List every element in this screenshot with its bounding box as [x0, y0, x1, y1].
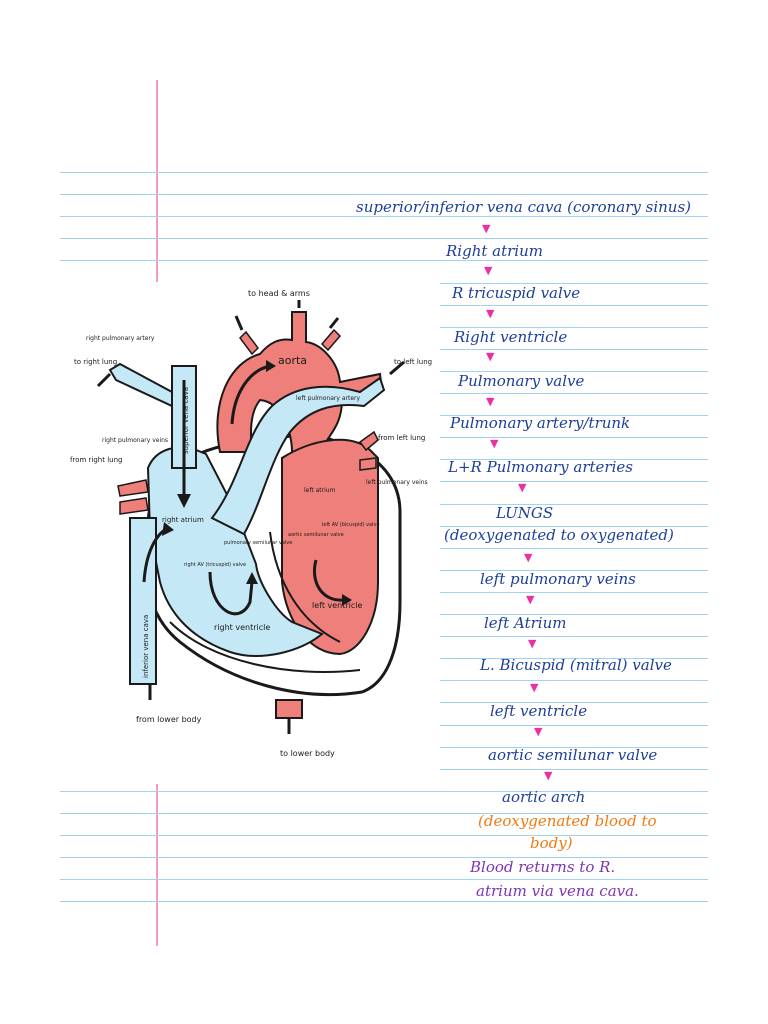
step-right-atrium: Right atrium: [446, 242, 543, 260]
label-head-arms: to head & arms: [248, 289, 310, 298]
head-branch-1: [239, 330, 259, 356]
right-pulm-vein-1: [117, 479, 149, 497]
label-svc: superior vena cava: [182, 387, 190, 454]
down-arrow-icon: ▼: [486, 307, 495, 320]
ruled-line: [60, 194, 708, 195]
outside-arrows: [96, 300, 405, 734]
step-left-pulm-veins: left pulmonary veins: [480, 570, 636, 588]
inferior-vena-cava: [129, 517, 157, 685]
step-tricuspid: R tricuspid valve: [452, 284, 581, 302]
right-pulm-vein-2: [119, 497, 149, 515]
aorta-shape: [216, 311, 384, 454]
step-lungs-note: (deoxygenated to oxygenated): [444, 526, 674, 544]
label-aortic-valve: aortic semilunar valve: [288, 532, 344, 538]
label-r-pulm-artery: right pulmonary artery: [86, 335, 155, 342]
step-pulmonary-valve: Pulmonary valve: [458, 372, 585, 390]
step-lungs: LUNGS: [496, 504, 554, 522]
step-aortic-note-2: body): [530, 834, 573, 852]
step-pulmonary-arteries: L+R Pulmonary arteries: [448, 458, 633, 476]
flow-arrow-aorta-head: [266, 360, 276, 372]
label-from-left-lung: from left lung: [378, 434, 425, 442]
label-right-ventricle: right ventricle: [214, 623, 270, 632]
head-branch-2: [320, 328, 342, 352]
down-arrow-icon: ▼: [534, 725, 543, 738]
ruled-line: [60, 260, 708, 261]
label-aorta: aorta: [278, 354, 307, 367]
down-arrow-icon: ▼: [518, 481, 527, 494]
ruled-line: [60, 879, 708, 880]
step-aortic-arch: aortic arch: [502, 788, 586, 806]
step-mitral-valve: L. Bicuspid (mitral) valve: [480, 656, 672, 674]
down-arrow-icon: ▼: [530, 681, 539, 694]
step-vena-cava: superior/inferior vena cava (coronary si…: [356, 198, 692, 216]
label-from-lower-body: from lower body: [136, 715, 202, 724]
flow-arrow-lv-head: [342, 594, 352, 606]
flow-arrow-svc-head: [177, 494, 191, 508]
down-arrow-icon: ▼: [524, 551, 533, 564]
right-pulmonary-artery: [108, 362, 173, 408]
step-aortic-valve: aortic semilunar valve: [488, 746, 658, 764]
ruled-line: [60, 901, 708, 902]
label-right-atrium: right atrium: [162, 516, 204, 524]
ruled-line: [60, 813, 708, 814]
down-arrow-icon: ▼: [528, 637, 537, 650]
down-arrow-icon: ▼: [486, 395, 495, 408]
label-left-ventricle: left ventricle: [312, 601, 362, 610]
ruled-line: [60, 172, 708, 173]
ruled-line: [60, 238, 708, 239]
left-pulm-vein-2: [359, 457, 377, 471]
inferior-aorta: [275, 699, 303, 719]
flow-arrow-lv: [313, 559, 345, 602]
flow-arrow-ivc-head: [162, 522, 174, 536]
label-l-pulm-artery: left pulmonary artery: [296, 395, 360, 402]
down-arrow-icon: ▼: [544, 769, 553, 782]
label-to-right-lung: to right lung: [74, 358, 117, 366]
label-from-right-lung: from right lung: [70, 456, 122, 464]
ruled-line: [60, 216, 708, 217]
step-right-ventricle: Right ventricle: [454, 328, 568, 346]
flow-arrow-rv: [208, 571, 254, 616]
down-arrow-icon: ▼: [484, 264, 493, 277]
septum-line: [269, 531, 341, 643]
label-tricuspid: right AV (tricuspid) valve: [184, 562, 246, 568]
label-left-atrium: left atrium: [304, 487, 336, 494]
label-r-pulm-veins: right pulmonary veins: [102, 437, 168, 444]
down-arrow-icon: ▼: [482, 222, 491, 235]
pulmonary-trunk: [210, 376, 386, 536]
step-left-ventricle: left ventricle: [490, 702, 588, 720]
flow-arrow-aorta: [230, 364, 271, 425]
ruled-line: [60, 857, 708, 858]
label-l-pulm-veins: left pulmonary veins: [366, 479, 428, 486]
step-aortic-note-1: (deoxygenated blood to: [478, 812, 657, 830]
label-mitral: left AV (bicuspid) valve: [322, 522, 380, 528]
label-to-left-lung: to left lung: [394, 358, 432, 366]
step-left-atrium: left Atrium: [484, 614, 567, 632]
flow-arrow-rv-head: [246, 572, 258, 584]
step-return-note-1: Blood returns to R.: [470, 858, 616, 876]
left-pulm-vein-1: [358, 430, 379, 452]
heart-diagram: to head & arms aorta right pulmonary art…: [60, 282, 440, 784]
ruled-line: [60, 835, 708, 836]
ruled-line: [60, 791, 708, 792]
down-arrow-icon: ▼: [490, 437, 499, 450]
inner-wall-line: [169, 621, 361, 673]
step-pulmonary-trunk: Pulmonary artery/trunk: [450, 414, 631, 432]
label-ivc: inferior vena cava: [142, 615, 150, 678]
blood-flow-steps: superior/inferior vena cava (coronary si…: [330, 188, 730, 908]
heart-diagram-svg: to head & arms aorta right pulmonary art…: [70, 289, 432, 758]
down-arrow-icon: ▼: [486, 350, 495, 363]
label-to-lower-body: to lower body: [280, 749, 335, 758]
down-arrow-icon: ▼: [526, 593, 535, 606]
label-pulm-valve: pulmonary semilunar valve: [224, 540, 292, 546]
step-return-note-2: atrium via vena cava.: [476, 882, 639, 900]
